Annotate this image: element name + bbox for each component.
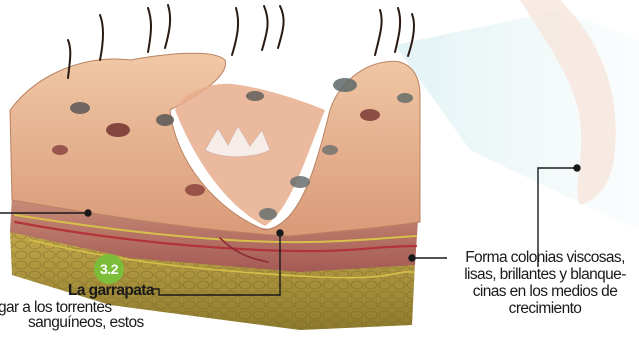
colonies-text-line-3: cinas en los medios de (450, 283, 639, 300)
leader-dot-right-bottom (409, 255, 415, 261)
colonies-description: Forma colonias viscosas, lisas, brillant… (450, 249, 639, 317)
leader-dot-right-top (574, 165, 580, 171)
garrapata-title: La garrapata (68, 282, 154, 299)
garrapata-text-line-2: sanguíneos, estos (28, 314, 144, 331)
colonies-text-line-4: crecimiento (450, 300, 639, 317)
step-badge: 3.2 (94, 254, 124, 284)
epidermis-surface (10, 53, 420, 236)
leader-dot-garrapata (277, 230, 283, 236)
colonies-text-line-2: lisas, brillantes y blanque- (450, 266, 639, 283)
leader-dot-left-top (85, 210, 91, 216)
background-arm (395, 0, 639, 230)
colonies-text-line-1: Forma colonias viscosas, (450, 249, 639, 266)
